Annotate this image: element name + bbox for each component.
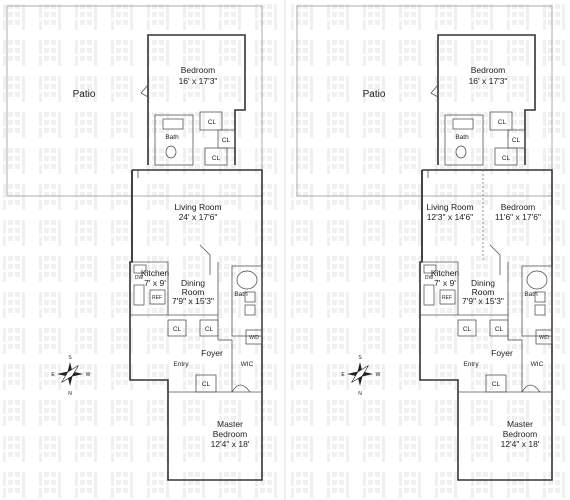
foyer-label: Foyer: [491, 348, 513, 358]
bath-lower-label: Bath: [234, 291, 248, 298]
bath-upper-label: Bath: [455, 134, 469, 141]
closet-label: CL: [202, 381, 211, 388]
closet-label: CL: [512, 137, 521, 144]
living-room-size: 24' x 17'6": [179, 212, 218, 222]
master-bedroom-label-2: Bedroom: [503, 429, 538, 439]
dishwasher-label: DW: [135, 275, 144, 281]
compass-north: N: [68, 391, 72, 397]
living-room-label: Living Room: [174, 202, 221, 212]
closet-label: CL: [463, 326, 472, 333]
bedroom-upper-label: Bedroom: [471, 65, 506, 75]
bath-lower-label: Bath: [524, 291, 538, 298]
floorplan-left: Patio Bedroom 16' x 17'3" Bath CL CL CL …: [6, 5, 263, 481]
walk-in-closet-label: WIC: [531, 361, 544, 368]
master-bedroom-label-2: Bedroom: [213, 429, 248, 439]
compass-rose: S N E W: [51, 355, 90, 397]
patio-label: Patio: [363, 89, 386, 100]
floorplan-right: Patio Bedroom 16' x 17'3" Bath CL CL CL …: [296, 5, 553, 481]
refrigerator-label: REF: [152, 295, 162, 301]
bedroom-upper-size: 16' x 17'3": [469, 76, 508, 86]
dining-room-size: 7'9" x 15'3": [172, 296, 214, 306]
kitchen-label: Kitchen: [431, 268, 460, 278]
dining-room-label-2: Room: [472, 287, 495, 297]
dining-room-label-2: Room: [182, 287, 205, 297]
living-room-label: Living Room: [426, 202, 473, 212]
washer-dryer-label: W/D: [539, 335, 549, 341]
compass-south: S: [358, 355, 362, 361]
compass-east: E: [341, 372, 345, 378]
living-room-size: 12'3" x 14'6": [427, 212, 474, 222]
compass-south: S: [68, 355, 72, 361]
closet-label: CL: [495, 326, 504, 333]
closet-label: CL: [492, 381, 501, 388]
dining-room-label: Dining: [181, 278, 205, 288]
master-bedroom-size: 12'4" x 18': [211, 439, 250, 449]
master-bedroom-label: Master: [507, 419, 533, 429]
dining-room-size: 7'9" x 15'3": [462, 296, 504, 306]
kitchen-size: 7' x 9': [144, 278, 166, 288]
closet-label: CL: [173, 326, 182, 333]
compass-east: E: [51, 372, 55, 378]
walk-in-closet-label: WIC: [241, 361, 254, 368]
washer-dryer-label: W/D: [249, 335, 259, 341]
dining-room-label: Dining: [471, 278, 495, 288]
compass-rose: S N E W: [341, 355, 380, 397]
refrigerator-label: REF: [442, 295, 452, 301]
bedroom-mid-size: 11'6" x 17'6": [495, 212, 541, 222]
foyer-label: Foyer: [201, 348, 223, 358]
closet-label: CL: [205, 326, 214, 333]
compass-west: W: [376, 372, 381, 378]
entry-label: Entry: [173, 361, 189, 368]
bedroom-upper-label: Bedroom: [181, 65, 216, 75]
master-bedroom-size: 12'4" x 18': [501, 439, 540, 449]
closet-label: CL: [208, 119, 217, 126]
closet-label: CL: [498, 119, 507, 126]
kitchen-size: 7' x 9': [434, 278, 456, 288]
bedroom-upper-size: 16' x 17'3": [179, 76, 218, 86]
closet-label: CL: [222, 137, 231, 144]
kitchen-label: Kitchen: [141, 268, 170, 278]
bedroom-mid-label: Bedroom: [501, 202, 536, 212]
closet-label: CL: [212, 155, 221, 162]
bath-upper-label: Bath: [165, 134, 179, 141]
closet-label: CL: [502, 155, 511, 162]
patio-label: Patio: [73, 89, 96, 100]
entry-label: Entry: [463, 361, 479, 368]
compass-west: W: [86, 372, 91, 378]
master-bedroom-label: Master: [217, 419, 243, 429]
dishwasher-label: DW: [425, 275, 434, 281]
compass-north: N: [358, 391, 362, 397]
